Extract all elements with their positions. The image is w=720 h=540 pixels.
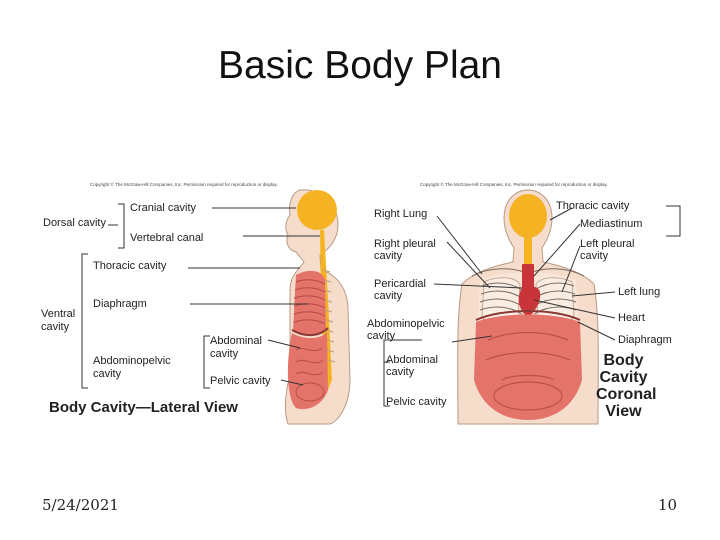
label-abdominal-line2: cavity [386, 366, 415, 378]
label-right-pleural-line1: Right pleural [374, 238, 436, 250]
label-right-pleural-line2: cavity [374, 250, 403, 262]
coronal-caption-line3: Coronal [596, 386, 657, 403]
footer-page-number: 10 [658, 496, 678, 514]
coronal-view-figure: Copyright © The McGraw-Hill Companies, I… [362, 180, 692, 425]
label-pericardial-line2: cavity [374, 290, 403, 302]
lateral-view-figure: Copyright © The McGraw-Hill Companies, I… [38, 180, 358, 425]
label-abdominal-line1: Abdominal [386, 354, 438, 366]
lateral-body-illustration [81, 189, 351, 425]
coronal-caption: Body Cavity Coronal View [596, 352, 657, 420]
footer-date: 5/24/2021 [42, 496, 119, 514]
label-thoracic-cavity: Thoracic cavity [93, 260, 167, 272]
label-diaphragm: Diaphragm [618, 334, 672, 346]
label-abdominopelvic-line1: Abdominopelvic [93, 355, 171, 367]
label-dorsal-cavity: Dorsal cavity [43, 217, 106, 229]
lateral-copyright: Copyright © The McGraw-Hill Companies, I… [90, 182, 278, 187]
label-heart: Heart [618, 312, 645, 324]
label-abdominal-line1: Abdominal [210, 335, 262, 347]
label-left-pleural-line2: cavity [580, 250, 609, 262]
label-cranial-cavity: Cranial cavity [130, 202, 197, 214]
label-abdominal-line2: cavity [210, 348, 239, 360]
label-left-lung: Left lung [618, 286, 661, 298]
label-right-lung: Right Lung [374, 208, 428, 220]
label-abdominopelvic-line1: Abdominopelvic [367, 318, 445, 330]
label-abdominopelvic-line2: cavity [367, 330, 396, 342]
label-thoracic-cavity: Thoracic cavity [556, 200, 630, 212]
label-mediastinum: Mediastinum [580, 218, 643, 230]
coronal-caption-line2: Cavity [599, 369, 648, 386]
label-diaphragm: Diaphragm [93, 298, 147, 310]
label-ventral-cavity-line2: cavity [41, 321, 70, 333]
label-pericardial-line1: Pericardial [374, 278, 426, 290]
lateral-caption: Body Cavity—Lateral View [49, 399, 238, 416]
coronal-caption-line1: Body [603, 352, 644, 369]
coronal-copyright: Copyright © The McGraw-Hill Companies, I… [420, 182, 608, 187]
label-abdominopelvic-line2: cavity [93, 368, 122, 380]
coronal-body-illustration [383, 189, 681, 425]
label-pelvic-cavity: Pelvic cavity [210, 375, 271, 387]
label-left-pleural-line1: Left pleural [580, 238, 635, 250]
label-vertebral-canal: Vertebral canal [130, 232, 204, 244]
label-ventral-cavity-line1: Ventral [41, 308, 76, 320]
slide-title: Basic Body Plan [218, 44, 502, 87]
coronal-caption-line4: View [605, 403, 642, 420]
label-pelvic-cavity: Pelvic cavity [386, 396, 447, 408]
